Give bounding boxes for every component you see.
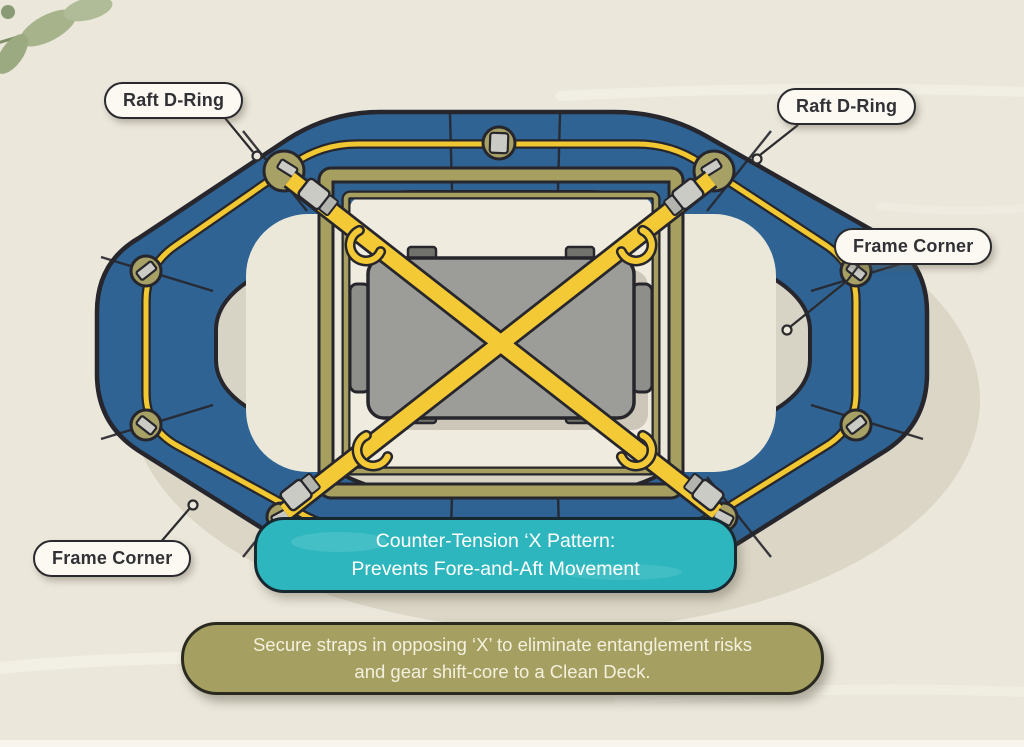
caption-banner: Counter-Tension ‘X Pattern: Prevents For… (254, 517, 737, 593)
callout-frame-corner-left: Frame Corner (33, 540, 192, 577)
cam-buckle (683, 473, 725, 512)
gear-frame (317, 166, 685, 500)
callout-raft-d-ring-left: Raft D-Ring (104, 82, 244, 119)
cam-buckle (663, 177, 705, 216)
leader-dot (251, 150, 263, 162)
leaf-decoration (0, 0, 113, 74)
callout-raft-d-ring-right: Raft D-Ring (777, 88, 917, 125)
callout-label: Frame Corner (52, 548, 173, 568)
note-line-1: Secure straps in opposing ‘X’ to elimina… (252, 634, 753, 656)
leader-dot (187, 499, 199, 511)
leader-lines (159, 117, 861, 544)
leader-dot (781, 324, 793, 336)
cam-buckle (279, 473, 321, 512)
note-line-2: and gear shift-core to a Clean Deck. (354, 660, 651, 682)
strap-hooks (344, 224, 658, 472)
callout-label: Raft D-Ring (123, 90, 225, 110)
callout-label: Frame Corner (853, 236, 974, 256)
rope-clasps (135, 131, 868, 527)
note-banner: Secure straps in opposing ‘X’ to elimina… (181, 622, 824, 695)
caption-line-1: Counter-Tension ‘X Pattern: (375, 529, 616, 552)
caption-line-2: Prevents Fore-and-Aft Movement (351, 558, 640, 580)
strap-buckles (279, 177, 725, 512)
callout-label: Raft D-Ring (796, 96, 898, 116)
cam-buckle (297, 177, 339, 216)
leader-dot (751, 153, 763, 165)
callout-frame-corner-right: Frame Corner (834, 228, 993, 265)
